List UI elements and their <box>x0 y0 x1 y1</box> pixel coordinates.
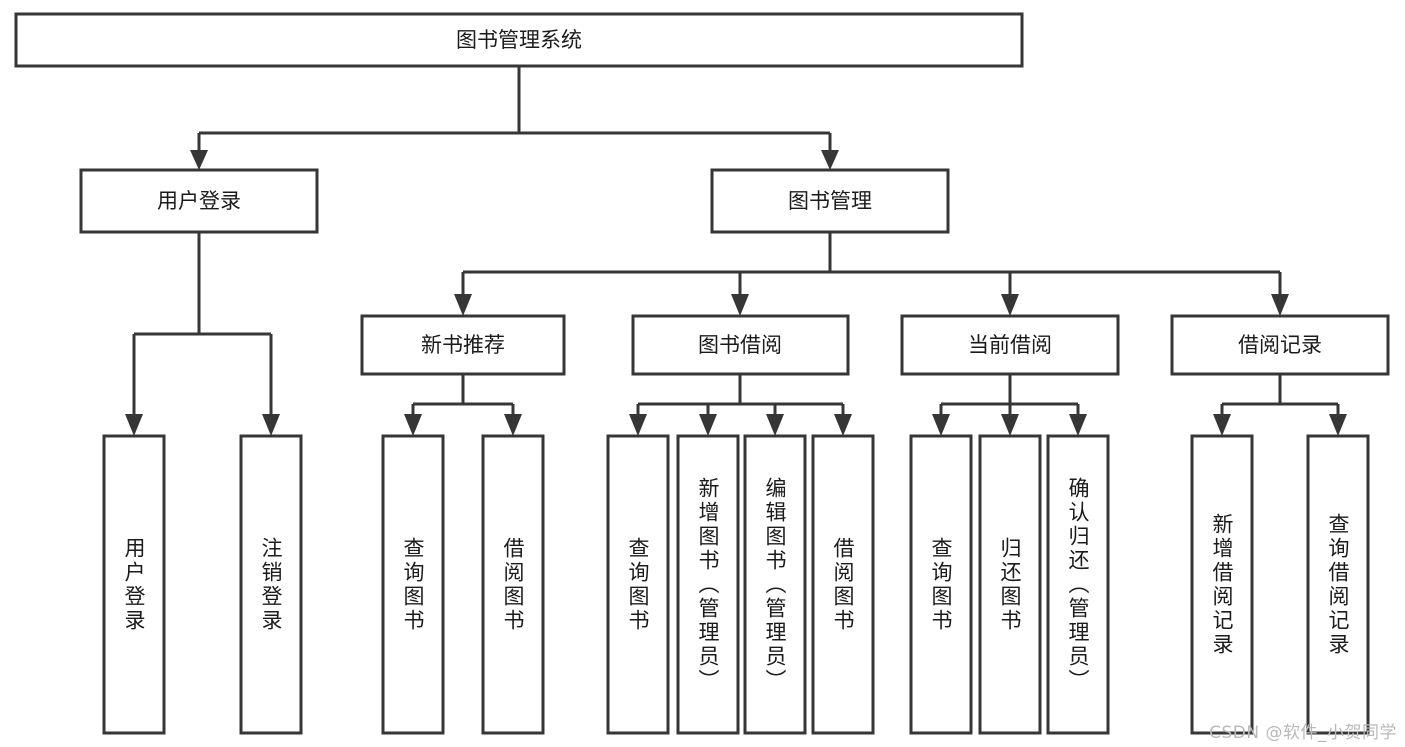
arrow-leaf-newbook-borrow <box>504 414 522 436</box>
node-leaf-borrow-query-book-box[interactable] <box>606 434 670 735</box>
arrow-to-book-borrow <box>731 294 749 316</box>
node-leaf-current-return-book[interactable]: 归还图书 <box>978 434 1042 735</box>
node-leaf-logout-login-box[interactable] <box>239 434 303 735</box>
node-user-login-box[interactable] <box>79 168 319 234</box>
node-leaf-user-login[interactable]: 用户登录 <box>102 434 166 735</box>
arrow-leaf-record-query <box>1329 414 1347 436</box>
node-leaf-borrow-query-book[interactable]: 查询图书 <box>606 434 670 735</box>
node-leaf-borrow-query-book-label: 查询图书 <box>626 537 650 633</box>
arrow-leaf-user-login <box>125 414 143 436</box>
node-current-borrow[interactable]: 当前借阅 <box>900 314 1120 376</box>
arrow-leaf-logout-login <box>262 414 280 436</box>
edge-group-borrowrecord-to-leaves <box>1213 374 1347 436</box>
edge-group-root-to-level2 <box>190 66 839 170</box>
node-book-manage[interactable]: 图书管理 <box>710 168 950 234</box>
edge-group-bookmanage-to-level3 <box>454 232 1289 316</box>
node-leaf-current-query-book-label: 查询图书 <box>929 537 953 633</box>
node-book-borrow[interactable]: 图书借阅 <box>631 314 850 376</box>
node-borrow-record[interactable]: 借阅记录 <box>1170 314 1390 376</box>
arrow-to-new-book-recommend <box>454 294 472 316</box>
node-leaf-borrow-edit-book[interactable]: 编辑图书（管理员） <box>743 434 807 735</box>
arrow-leaf-current-confirm <box>1069 414 1087 436</box>
node-borrow-record-label: 借阅记录 <box>1238 333 1322 357</box>
node-leaf-current-confirm-return[interactable]: 确认归还（管理员） <box>1046 434 1110 735</box>
arrow-to-borrow-record <box>1271 294 1289 316</box>
node-book-borrow-box[interactable] <box>631 314 850 376</box>
edge-group-newbook-to-leaves <box>404 374 522 436</box>
node-leaf-newbook-borrow-book[interactable]: 借阅图书 <box>481 434 545 735</box>
node-leaf-record-add-label: 新增借阅记录 <box>1210 513 1234 657</box>
node-leaf-current-query-book-box[interactable] <box>909 434 973 735</box>
node-leaf-newbook-borrow-book-box[interactable] <box>481 434 545 735</box>
arrow-to-current-borrow <box>1001 294 1019 316</box>
node-leaf-record-query-label: 查询借阅记录 <box>1326 513 1350 657</box>
node-leaf-logout-login[interactable]: 注销登录 <box>239 434 303 735</box>
node-root-system-label: 图书管理系统 <box>456 28 582 52</box>
node-leaf-borrow-edit-book-label: 编辑图书（管理员） <box>763 477 787 693</box>
node-leaf-newbook-borrow-book-label: 借阅图书 <box>501 537 525 633</box>
node-new-book-recommend-box[interactable] <box>360 314 566 376</box>
node-leaf-borrow-add-book-box[interactable] <box>676 434 740 735</box>
arrow-leaf-newbook-query <box>404 414 422 436</box>
node-leaf-borrow-edit-book-box[interactable] <box>743 434 807 735</box>
node-leaf-current-confirm-return-box[interactable] <box>1046 434 1110 735</box>
node-leaf-borrow-lend-book-box[interactable] <box>811 434 875 735</box>
arrow-leaf-borrow-lend <box>834 414 852 436</box>
node-root-system[interactable]: 图书管理系统 <box>14 12 1024 68</box>
arrow-leaf-record-add <box>1213 414 1231 436</box>
edge-group-userlogin-to-leaves <box>125 232 280 436</box>
node-leaf-borrow-lend-book[interactable]: 借阅图书 <box>811 434 875 735</box>
node-leaf-logout-login-label: 注销登录 <box>259 537 283 633</box>
node-new-book-recommend-label: 新书推荐 <box>421 333 505 357</box>
node-user-login-label: 用户登录 <box>157 189 241 213</box>
node-leaf-current-return-book-box[interactable] <box>978 434 1042 735</box>
edge-group-bookborrow-to-leaves <box>629 374 852 436</box>
node-leaf-borrow-lend-book-label: 借阅图书 <box>831 537 855 633</box>
node-current-borrow-box[interactable] <box>900 314 1120 376</box>
node-leaf-user-login-label: 用户登录 <box>122 537 146 633</box>
node-book-borrow-label: 图书借阅 <box>698 333 782 357</box>
node-leaf-borrow-add-book-label: 新增图书（管理员） <box>696 477 720 693</box>
node-leaf-user-login-box[interactable] <box>102 434 166 735</box>
node-leaf-record-query-box[interactable] <box>1306 434 1370 735</box>
node-new-book-recommend[interactable]: 新书推荐 <box>360 314 566 376</box>
arrow-leaf-borrow-query <box>629 414 647 436</box>
arrow-to-user-login <box>190 150 208 170</box>
node-leaf-record-add-box[interactable] <box>1190 434 1254 735</box>
node-book-manage-label: 图书管理 <box>788 189 872 213</box>
arrow-leaf-current-return <box>1001 414 1019 436</box>
node-leaf-newbook-query-book[interactable]: 查询图书 <box>381 434 445 735</box>
node-leaf-newbook-query-book-label: 查询图书 <box>401 537 425 633</box>
node-leaf-current-return-book-label: 归还图书 <box>998 537 1022 633</box>
edge-group-currentborrow-to-leaves <box>932 374 1087 436</box>
node-leaf-current-confirm-return-label: 确认归还（管理员） <box>1066 477 1090 693</box>
node-leaf-borrow-add-book[interactable]: 新增图书（管理员） <box>676 434 740 735</box>
node-leaf-record-query[interactable]: 查询借阅记录 <box>1306 434 1370 735</box>
node-borrow-record-box[interactable] <box>1170 314 1390 376</box>
node-book-manage-box[interactable] <box>710 168 950 234</box>
arrow-leaf-borrow-edit <box>766 414 784 436</box>
arrow-to-book-manage <box>821 150 839 170</box>
node-leaf-newbook-query-book-box[interactable] <box>381 434 445 735</box>
node-root-system-box[interactable] <box>14 12 1024 68</box>
node-leaf-current-query-book[interactable]: 查询图书 <box>909 434 973 735</box>
node-user-login[interactable]: 用户登录 <box>79 168 319 234</box>
arrow-leaf-borrow-add <box>699 414 717 436</box>
node-leaf-record-add[interactable]: 新增借阅记录 <box>1190 434 1254 735</box>
node-current-borrow-label: 当前借阅 <box>968 333 1052 357</box>
arrow-leaf-current-query <box>932 414 950 436</box>
